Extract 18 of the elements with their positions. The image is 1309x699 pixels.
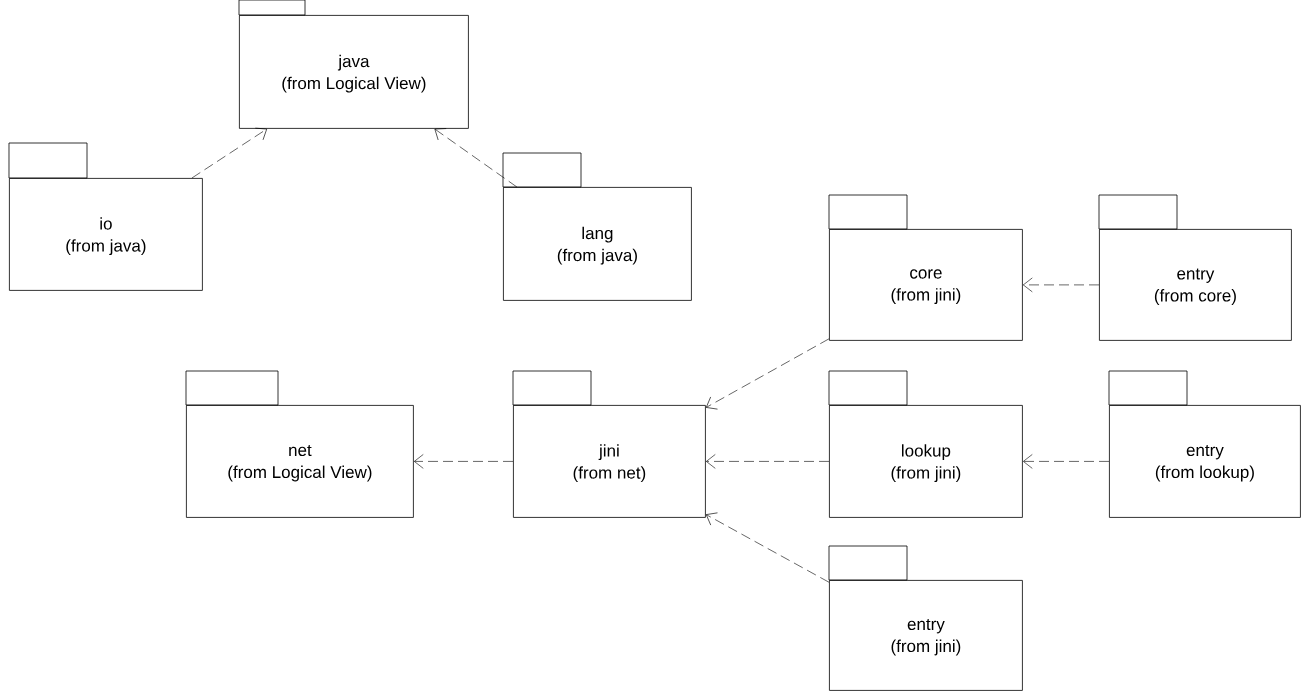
- dependency-arrow: [434, 128, 518, 188]
- dependency-arrow: [706, 454, 830, 469]
- package-box: entry (from jini): [828, 545, 1023, 691]
- package-box: entry (from lookup): [1108, 370, 1301, 518]
- dependency-arrow: [414, 454, 514, 469]
- package-box: jini (from net): [512, 370, 706, 518]
- dependency-arrow: [705, 338, 830, 410]
- package-box: lang (from java): [502, 152, 692, 301]
- dependency-arrow: [1023, 277, 1100, 293]
- dependency-arrow: [1023, 454, 1110, 469]
- package-box: entry (from core): [1098, 194, 1292, 341]
- package-box: net (from Logical View): [185, 370, 414, 518]
- dependency-arrow: [191, 127, 268, 179]
- package-box: core (from jini): [828, 194, 1023, 341]
- package-box: java (from Logical View): [238, 0, 469, 129]
- dependency-arrow: [705, 512, 830, 583]
- package-box: lookup (from jini): [828, 370, 1023, 518]
- package-box: io (from java): [8, 142, 203, 291]
